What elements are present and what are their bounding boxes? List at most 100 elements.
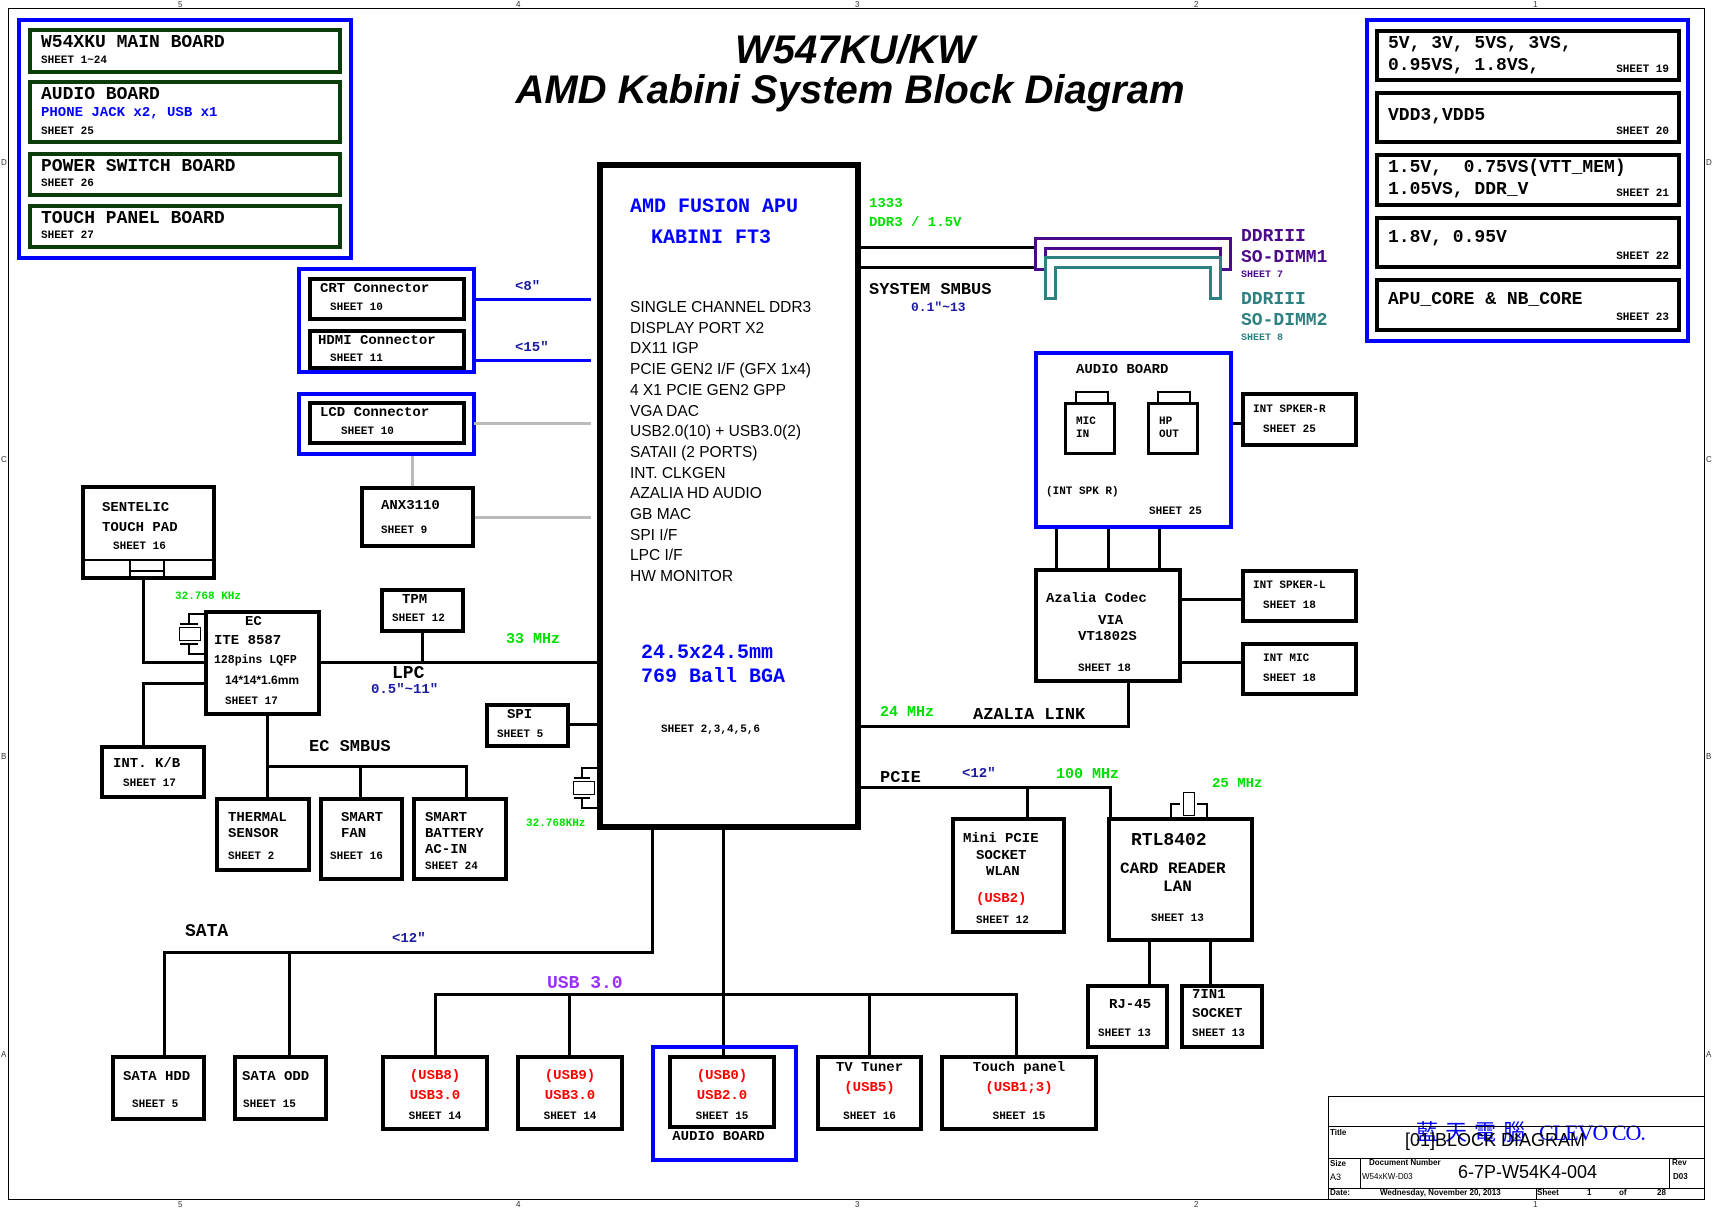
hdmi-trace-length: <15" [515,340,549,356]
usb-port-sheet: SHEET 14 [543,1111,597,1123]
int-speaker-right[interactable]: INT SPKER-R SHEET 25 [1241,392,1358,447]
audio-codec-link [1158,529,1161,569]
so-dimm2-shape [1044,256,1222,300]
date-value: Wednesday, November 20, 2013 [1380,1188,1501,1197]
rtl-line3: LAN [1163,878,1192,896]
apu-block[interactable] [597,162,861,830]
audio-codec-link [1055,529,1058,569]
board-sheet: SHEET 1~24 [41,55,108,67]
usb-port-usb9[interactable]: (USB9) USB3.0 SHEET 14 [516,1055,624,1131]
sata-odd-drop [288,951,291,1058]
usb0-board-label: AUDIO BOARD [672,1129,765,1145]
board-sheet: SHEET 26 [41,178,94,190]
touchpad-ec-link [142,661,206,664]
board-power-switch[interactable]: POWER SWITCH BOARD SHEET 26 [28,152,342,197]
tpm-chip[interactable]: TPM SHEET 12 [380,588,465,633]
so-dimm2-name[interactable]: SO-DIMM2 [1241,311,1328,331]
power-rail-box[interactable]: 5V, 3V, 5VS, 3VS, 0.95VS, 1.8VS, SHEET 1… [1375,29,1681,82]
power-rail-box[interactable]: 1.8V, 0.95V SHEET 22 [1375,216,1681,269]
power-rail-box[interactable]: APU_CORE & NB_CORE SHEET 23 [1375,278,1681,332]
title-block-divider [1328,1188,1705,1189]
thermal-sensor[interactable]: THERMAL SENSOR SHEET 2 [215,797,311,872]
col-label: 5 [178,0,183,9]
power-rail-line2: 0.95VS, 1.8VS, [1388,56,1540,76]
title-block-divider [1669,1158,1670,1188]
apu-feature: VGA DAC [630,402,699,420]
audio-board-block[interactable] [1034,351,1233,529]
smart-fan[interactable]: SMART FAN SHEET 16 [319,797,404,881]
card-reader-socket[interactable]: 7IN1 SOCKET SHEET 13 [1180,984,1264,1049]
row-label: D [1706,158,1712,167]
apu-crystal-lead [581,767,597,769]
sata-length: <12" [392,931,426,947]
mini-pcie-wlan[interactable]: Mini PCIE SOCKET WLAN (USB2) SHEET 12 [951,817,1066,934]
azalia-codec[interactable]: Azalia Codec VIA VT1802S SHEET 18 [1034,568,1182,683]
title-block-divider [1328,1126,1705,1127]
ec-crystal-lead [188,613,206,615]
so-dimm2-type[interactable]: DDRIII [1241,290,1306,310]
board-name: TOUCH PANEL BOARD [41,209,225,229]
ec-dimensions: 14*14*1.6mm [225,673,300,687]
tv-tuner[interactable]: TV Tuner (USB5) SHEET 16 [816,1055,923,1131]
so-dimm1-name[interactable]: SO-DIMM1 [1241,248,1328,268]
lcd-connector-sheet: SHEET 10 [341,426,394,438]
document-number: 6-7P-W54K4-004 [1458,1162,1598,1182]
hdmi-connector[interactable]: HDMI Connector SHEET 11 [308,329,466,370]
rtl8402-chip[interactable]: RTL8402 CARD READER LAN SHEET 13 [1107,817,1254,942]
int-mic-sheet: SHEET 18 [1263,673,1316,685]
tpm-lpc-link [421,633,424,662]
int-speaker-left[interactable]: INT SPKER-L SHEET 18 [1241,569,1358,623]
sheet-title: [01]BLOCK DIAGRAM [1404,1130,1586,1150]
power-rail-box[interactable]: 1.5V, 0.75VS(VTT_MEM) 1.05VS, DDR_V SHEE… [1375,153,1681,207]
apu-package-size: 24.5x24.5mm [641,642,774,665]
touchpad[interactable]: SENTELIC TOUCH PAD SHEET 16 [81,485,216,580]
usb-port-sheet: SHEET 15 [695,1111,749,1123]
thermal-line1: THERMAL [228,810,287,826]
power-rail-box[interactable]: VDD3,VDD5 SHEET 20 [1375,91,1681,144]
power-group [1365,18,1690,343]
smart-battery[interactable]: SMART BATTERY AC-IN SHEET 24 [412,797,508,881]
rj45-jack[interactable]: RJ-45 SHEET 13 [1086,984,1169,1049]
of-label: of [1619,1188,1627,1197]
codec-line2: VIA [1098,613,1124,629]
power-rail-line1: 5V, 3V, 5VS, 3VS, [1388,34,1572,54]
power-rail-line2: 1.05VS, DDR_V [1388,180,1529,200]
internal-keyboard[interactable]: INT. K/B SHEET 17 [100,745,206,799]
rtl-line2: CARD READER [1120,860,1226,878]
mic-in-jack[interactable]: MIC IN [1064,402,1116,455]
ec-smbus-line [266,716,269,799]
crt-link [476,298,591,301]
keyboard-label: INT. K/B [113,756,181,772]
board-main[interactable]: W54XKU MAIN BOARD SHEET 1~24 [28,28,342,74]
touchpad-line2: TOUCH PAD [102,520,178,536]
sata-odd[interactable]: SATA ODD SHEET 15 [233,1055,328,1121]
anx3110-chip[interactable]: ANX3110 SHEET 9 [360,486,475,548]
so-dimm1-type[interactable]: DDRIII [1241,227,1306,247]
row-label: C [1,455,7,464]
ec-model: ITE 8587 [214,633,282,649]
sata-hdd-sheet: SHEET 5 [132,1099,179,1111]
hp-out-jack[interactable]: HP OUT [1147,402,1199,455]
col-label: 3 [855,0,860,9]
pcie-label: PCIE [880,769,921,788]
board-audio[interactable]: AUDIO BOARD PHONE JACK x2, USB x1 SHEET … [28,80,342,144]
int-mic[interactable]: INT MIC SHEET 18 [1241,642,1358,696]
title-block-divider [1360,1158,1361,1188]
usb-port-usb8[interactable]: (USB8) USB3.0 SHEET 14 [381,1055,489,1131]
sata-hdd[interactable]: SATA HDD SHEET 5 [111,1055,206,1121]
spi-flash[interactable]: SPI SHEET 5 [485,703,570,748]
col-label: 1 [1533,1200,1538,1209]
apu-crystal-lead [574,777,590,779]
apu-crystal-lead [581,807,597,809]
crt-connector[interactable]: CRT Connector SHEET 10 [308,277,466,321]
touch-panel[interactable]: Touch panel (USB1;3) SHEET 15 [940,1055,1098,1131]
ec-chip[interactable]: EC ITE 8587 128pins LQFP 14*14*1.6mm SHE… [204,610,321,716]
ec-label: EC [245,614,262,630]
usb-port-id: (USB8) [409,1068,461,1084]
azalia-link-line [1127,683,1130,728]
usb-port-usb0[interactable]: (USB0) USB2.0 SHEET 15 [668,1055,776,1129]
lcd-connector[interactable]: LCD Connector SHEET 10 [308,401,466,445]
fan-sheet: SHEET 16 [330,851,383,863]
board-touch-panel[interactable]: TOUCH PANEL BOARD SHEET 27 [28,204,342,249]
spi-label: SPI [507,707,533,723]
